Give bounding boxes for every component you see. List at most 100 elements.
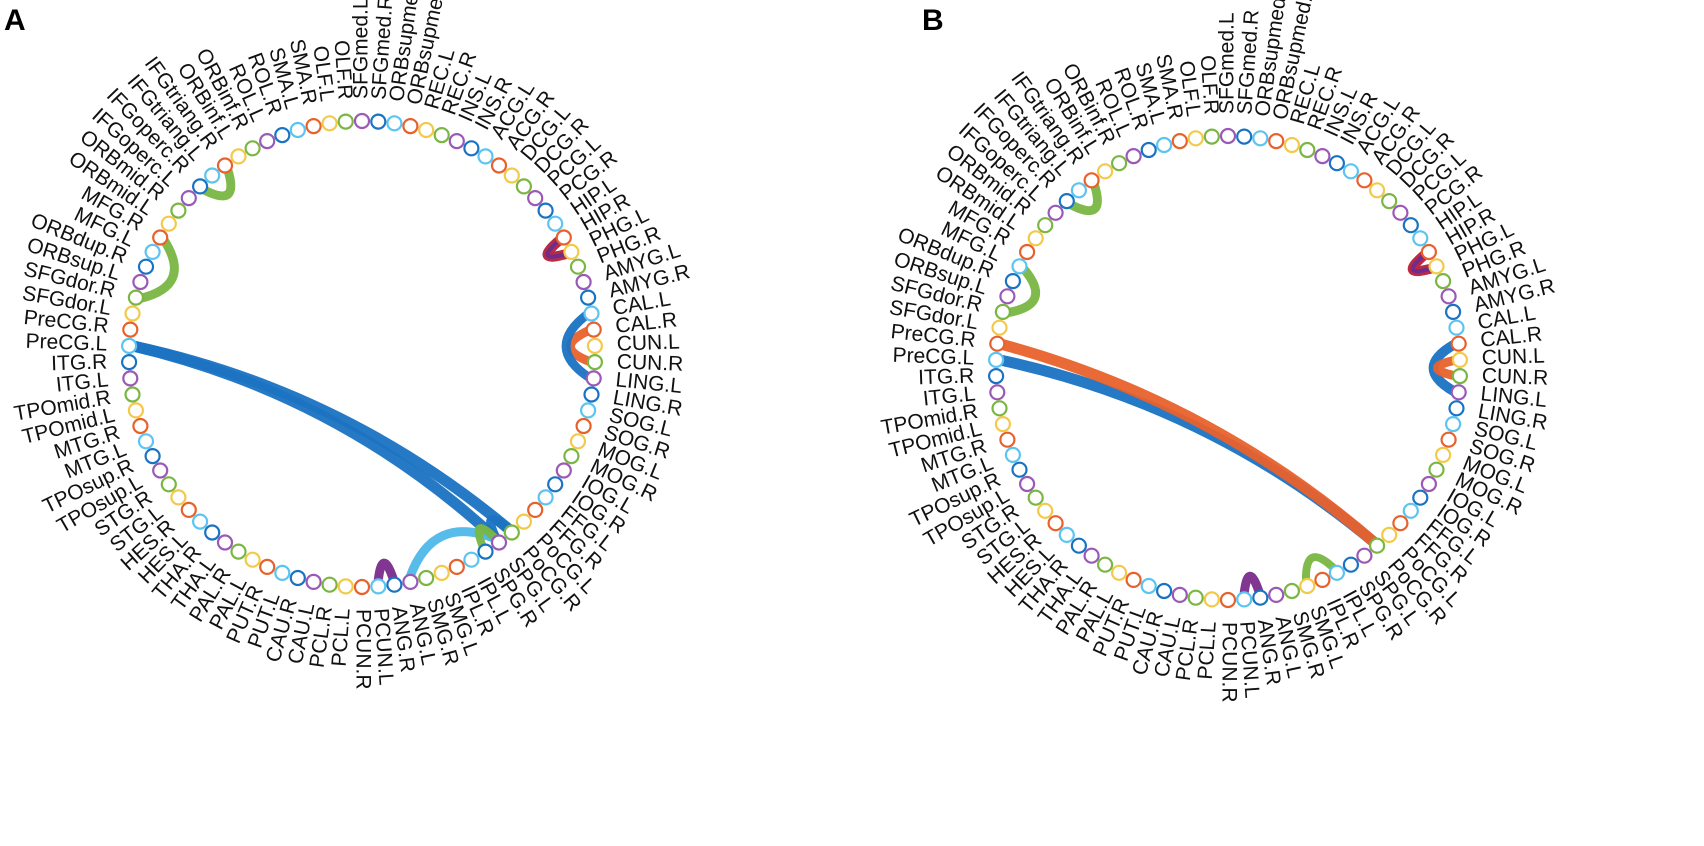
region-node xyxy=(144,243,161,260)
region-node xyxy=(1342,163,1360,180)
region-node xyxy=(586,354,604,371)
region-node xyxy=(216,157,234,174)
region-node xyxy=(1083,172,1100,189)
region-node xyxy=(216,534,234,551)
region-node xyxy=(1219,127,1237,145)
region-node xyxy=(503,524,520,541)
region-node xyxy=(1392,515,1409,532)
connection-link xyxy=(1432,355,1461,381)
region-node xyxy=(433,564,450,582)
region-node xyxy=(192,513,209,530)
connection-link xyxy=(995,338,1381,549)
region-node xyxy=(321,576,338,593)
region-node xyxy=(321,115,338,132)
region-node xyxy=(1171,133,1188,150)
region-node xyxy=(1450,335,1467,352)
region-node xyxy=(463,551,480,568)
region-label: SFGmed.L xyxy=(350,0,373,99)
region-node xyxy=(132,417,149,435)
connection-link xyxy=(135,235,179,304)
region-node xyxy=(144,448,161,465)
region-node xyxy=(1434,273,1452,290)
region-label: PCUN.L xyxy=(369,608,397,686)
region-node xyxy=(160,476,177,493)
region-node xyxy=(563,243,580,260)
region-node xyxy=(989,335,1006,352)
panel-b-connectogram: PreCG.LPreCG.RSFGdor.LSFGdor.RORBsup.LOR… xyxy=(879,0,1557,703)
region-node xyxy=(991,319,1008,336)
region-node xyxy=(585,321,602,338)
region-node xyxy=(353,112,371,130)
region-node xyxy=(575,417,592,435)
region-node xyxy=(122,321,139,338)
region-node xyxy=(192,178,209,195)
region-label: CUN.L xyxy=(616,330,680,355)
panel-b-letter: B xyxy=(922,4,944,37)
region-node xyxy=(477,148,494,165)
region-node xyxy=(1018,475,1036,493)
region-node xyxy=(1236,591,1253,608)
region-node xyxy=(124,386,141,403)
region-node xyxy=(1252,130,1269,147)
region-node xyxy=(1450,384,1467,401)
region-node xyxy=(204,524,221,541)
connection-link xyxy=(1239,571,1265,600)
region-node xyxy=(386,115,403,132)
region-label: OLF.R xyxy=(1196,54,1223,115)
region-node xyxy=(1428,461,1445,478)
region-node xyxy=(1328,155,1346,172)
region-node xyxy=(127,402,144,419)
region-node xyxy=(1381,193,1398,210)
region-node xyxy=(490,534,508,551)
region-node xyxy=(448,558,465,576)
region-node xyxy=(1368,182,1386,199)
region-node xyxy=(1440,288,1457,305)
region-node xyxy=(503,167,520,184)
region-node xyxy=(1451,351,1469,368)
region-node xyxy=(127,289,144,306)
region-node xyxy=(1299,577,1316,595)
region-label: PreCG.L xyxy=(892,344,974,370)
region-node xyxy=(1236,128,1253,145)
panel-b-nodes xyxy=(987,127,1469,609)
region-node xyxy=(1070,182,1088,199)
region-label: ITG.R xyxy=(918,364,975,389)
region-node xyxy=(1070,537,1088,554)
region-label: PCUN.R xyxy=(1217,622,1240,703)
region-label: CUN.R xyxy=(1481,364,1548,389)
panel-a-labels: PreCG.LPreCG.RSFGdor.LSFGdor.RORBsup.LOR… xyxy=(12,0,692,690)
region-node xyxy=(1420,243,1438,261)
region-node xyxy=(1342,556,1360,573)
region-node xyxy=(569,433,587,450)
region-label: CUN.L xyxy=(1481,344,1545,369)
region-node xyxy=(463,140,480,157)
region-node xyxy=(515,513,533,530)
region-label: ITG.L xyxy=(55,368,110,396)
region-node xyxy=(569,258,587,275)
region-node xyxy=(579,402,597,419)
connection-link xyxy=(566,325,596,367)
region-node xyxy=(490,157,508,174)
region-node xyxy=(289,569,306,587)
region-node xyxy=(1448,319,1465,336)
panel-a-links xyxy=(127,164,596,587)
region-node xyxy=(1096,163,1114,180)
panel-a-nodes xyxy=(121,112,604,596)
region-node xyxy=(1314,571,1331,589)
region-node xyxy=(1444,416,1462,433)
region-node xyxy=(370,113,387,130)
region-node xyxy=(132,273,149,291)
region-node xyxy=(337,113,354,130)
region-node xyxy=(124,305,141,322)
region-node xyxy=(1219,591,1237,609)
region-node xyxy=(1004,446,1022,463)
region-node xyxy=(579,289,597,306)
region-node xyxy=(122,370,139,387)
region-node xyxy=(1356,172,1373,189)
region-node xyxy=(547,476,564,493)
region-node xyxy=(1314,148,1331,165)
connection-link xyxy=(198,164,236,201)
region-node xyxy=(537,202,554,219)
region-node xyxy=(586,337,604,354)
